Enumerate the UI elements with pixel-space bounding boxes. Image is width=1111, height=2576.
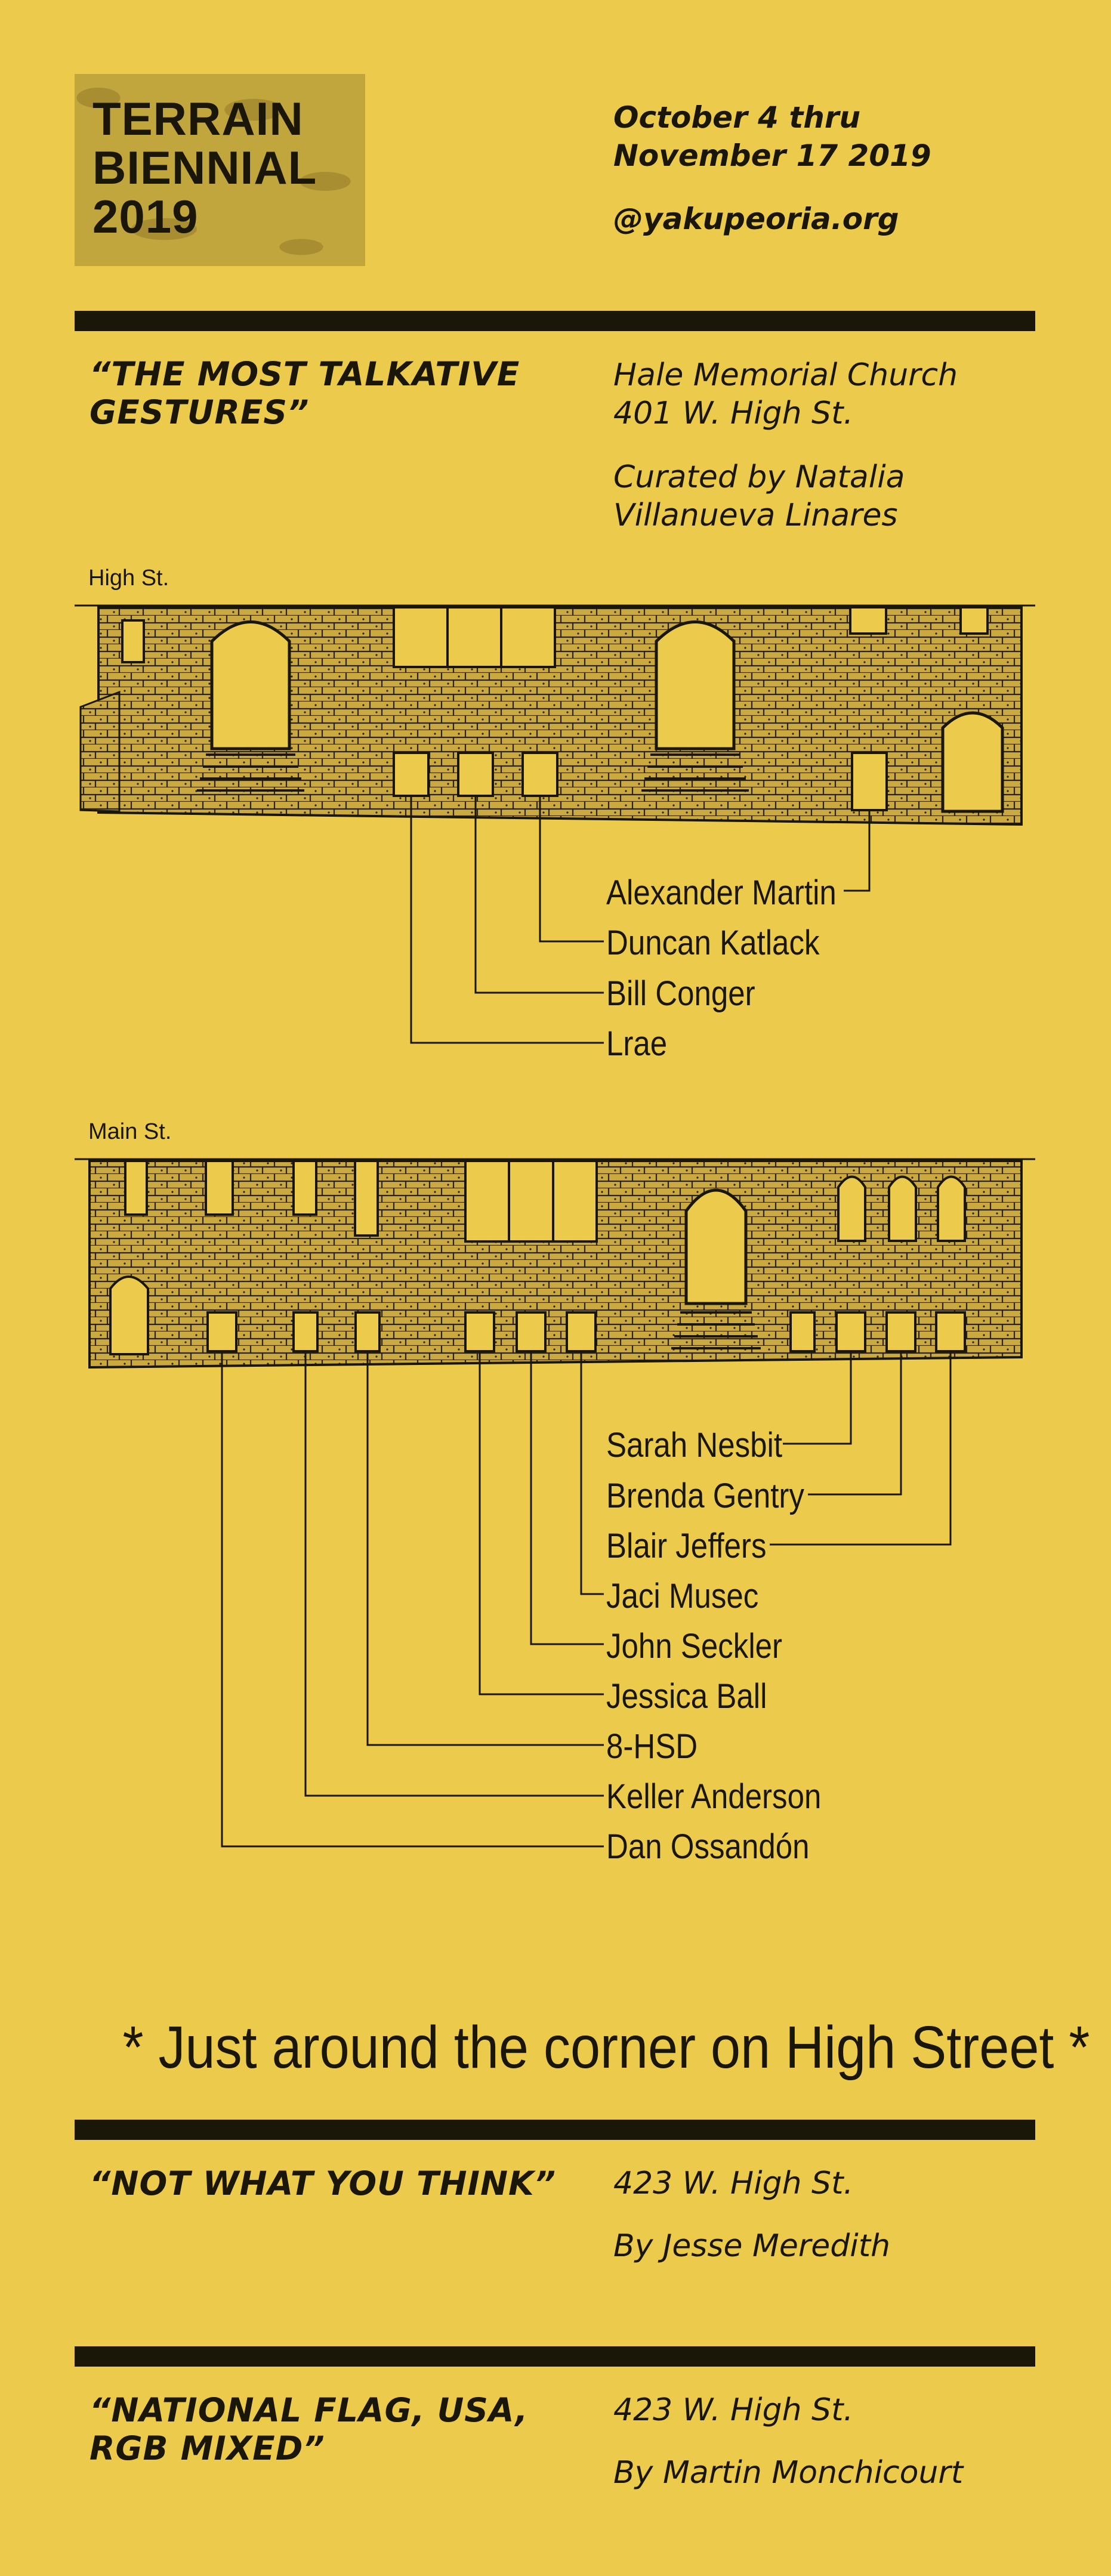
main-artist-8: Keller Anderson [606, 1777, 822, 1816]
high-artist-4: Lrae [606, 1024, 668, 1063]
tagline: * Just around the corner on High Street … [122, 2014, 1090, 2081]
main-street-label: Main St. [88, 1119, 172, 1144]
main-artist-2: Brenda Gentry [606, 1477, 804, 1515]
main-artist-3: Blair Jeffers [606, 1527, 767, 1565]
logo-line-2: BIENNIAL [92, 141, 317, 194]
high-street-building-drawing [75, 604, 1035, 1044]
logo-line-3: 2019 [92, 190, 199, 243]
exhibit1-curator-line-1: Curated by Natalia [613, 459, 905, 495]
high-artist-3: Bill Conger [606, 974, 755, 1013]
divider-rule [75, 2346, 1035, 2367]
main-artist-6: Jessica Ball [606, 1677, 767, 1716]
exhibit3-artist: By Martin Monchicourt [613, 2455, 964, 2491]
exhibit1-venue-line-1: Hale Memorial Church [613, 357, 958, 393]
high-artist-1: Alexander Martin [606, 873, 837, 912]
exhibit3-title-line-2: RGB MIXED” [90, 2429, 325, 2467]
exhibit1-curator-line-2: Villanueva Linares [613, 498, 898, 533]
logo: TERRAIN BIENNIAL 2019 [92, 94, 317, 241]
exhibit3-address: 423 W. High St. [613, 2392, 853, 2428]
divider-rule [75, 311, 1035, 331]
divider-rule [75, 2120, 1035, 2140]
exhibit2-artist: By Jesse Meredith [613, 2228, 891, 2264]
exhibit1-curator: Curated by Natalia Villanueva Linares [613, 458, 905, 535]
dates-line-2: November 17 2019 [613, 138, 931, 173]
exhibit1-title-line-1: “THE MOST TALKATIVE [90, 355, 520, 393]
exhibit2-address: 423 W. High St. [613, 2166, 853, 2201]
main-artist-4: Jaci Musec [606, 1577, 759, 1616]
main-artist-1: Sarah Nesbit [606, 1426, 783, 1465]
exhibit2-title: “NOT WHAT YOU THINK” [90, 2164, 557, 2203]
website-link[interactable]: @yakupeoria.org [613, 202, 899, 236]
exhibit1-venue-line-2: 401 W. High St. [613, 396, 853, 431]
dates: October 4 thru November 17 2019 [613, 98, 931, 175]
exhibit1-venue: Hale Memorial Church 401 W. High St. [613, 356, 958, 433]
main-artist-5: John Seckler [606, 1627, 783, 1666]
main-artist-7: 8-HSD [606, 1727, 698, 1766]
main-street-building-drawing [75, 1158, 1035, 1848]
logo-background [75, 74, 365, 266]
dates-line-1: October 4 thru [613, 100, 861, 135]
high-street-label: High St. [88, 566, 169, 591]
main-artist-9: Dan Ossandón [606, 1827, 810, 1866]
exhibit1-title-line-2: GESTURES” [90, 393, 310, 431]
exhibit3-title: “NATIONAL FLAG, USA, RGB MIXED” [90, 2391, 528, 2467]
logo-line-1: TERRAIN [92, 92, 304, 145]
high-artist-2: Duncan Katlack [606, 923, 820, 962]
exhibit3-title-line-1: “NATIONAL FLAG, USA, [90, 2391, 529, 2429]
exhibit1-title: “THE MOST TALKATIVE GESTURES” [90, 355, 520, 431]
